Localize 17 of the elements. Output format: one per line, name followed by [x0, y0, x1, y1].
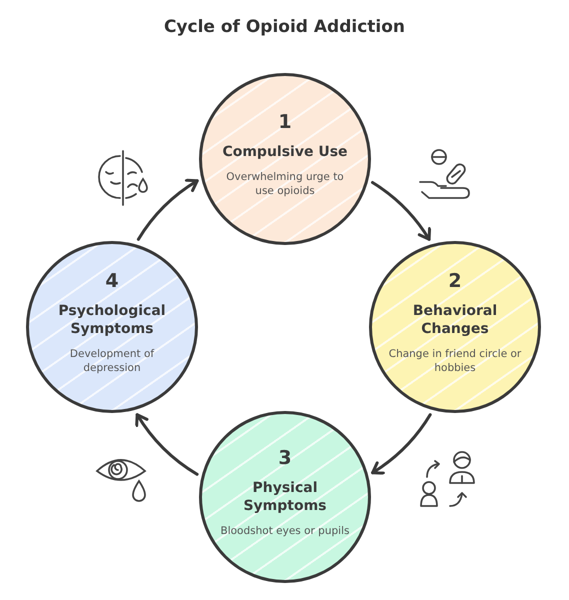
stage-description: Overwhelming urge to use opioids [225, 170, 345, 198]
stage-number: 4 [105, 270, 119, 292]
curved-arrow [371, 181, 431, 241]
stage-description: Development of depression [68, 346, 156, 376]
stage-title: Physical Symptoms [242, 478, 328, 516]
curved-arrow [371, 413, 432, 474]
stage-description: Bloodshot eyes or pupils [220, 524, 350, 538]
diagram-title: Cycle of Opioid Addiction [162, 17, 406, 37]
stage-number: 1 [278, 112, 292, 133]
stage-number: 3 [278, 448, 292, 469]
curved-arrow [136, 413, 199, 476]
curved-arrow [136, 179, 199, 241]
stage-description: Change in friend circle or hobbies [388, 346, 522, 376]
stage-title: Compulsive Use [222, 142, 348, 161]
stage-title: Behavioral Changes [412, 302, 498, 338]
stage-number: 2 [448, 270, 462, 292]
stage-title: Psychological Symptoms [57, 302, 167, 338]
